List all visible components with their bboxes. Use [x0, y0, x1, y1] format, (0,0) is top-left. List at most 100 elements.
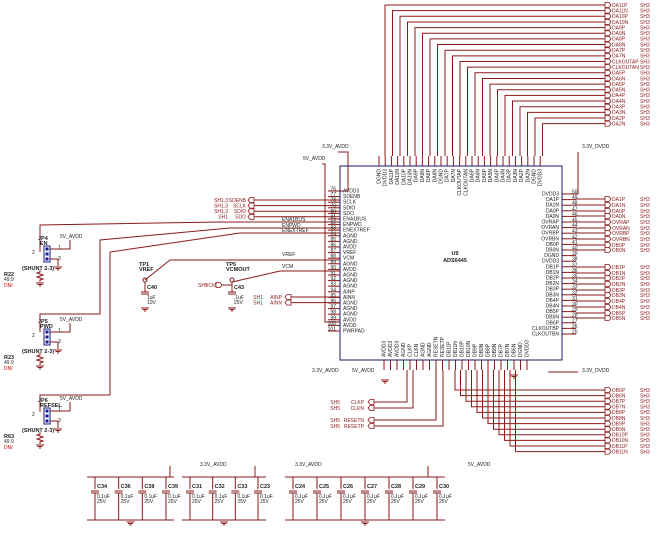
offpage-flag: [604, 264, 612, 270]
jumper-pin: [45, 252, 49, 256]
net-da2p: [534, 117, 605, 156]
pin-number: 81: [330, 215, 336, 221]
offpage-flag: [604, 75, 612, 82]
net-label: DA7N: [612, 54, 626, 60]
cap-value: 0.1uF: [144, 494, 157, 500]
cap-ref: C40: [147, 285, 157, 291]
sheet-ref: SH3: [640, 276, 650, 282]
offpage-flag: [604, 19, 612, 25]
pin-name: DA2P: [519, 168, 525, 182]
dni-label: DNI: [4, 445, 13, 451]
sheet-ref: SH3: [640, 65, 650, 71]
sheet-ref: SH3: [640, 14, 650, 20]
wires: [39, 4, 605, 521]
cap-value: 0.1uF: [168, 494, 181, 500]
pin-name: DB6N: [512, 343, 518, 357]
pin-number: 87: [330, 248, 336, 254]
pin-name: DA6N: [476, 169, 482, 183]
offpage-flag: [604, 387, 612, 393]
sheet-ref: SH3: [640, 299, 650, 305]
jumper-gnd: [50, 258, 59, 266]
pin-number: 31: [572, 296, 578, 302]
sheet-ref: SH3: [640, 305, 650, 311]
jumper-pin: [45, 419, 49, 423]
net-label: DB9P: [612, 421, 626, 427]
net-label: DB11P: [612, 444, 628, 450]
pin-name: DB5N: [546, 315, 560, 321]
pin-name: OVRBP: [541, 231, 559, 237]
net-label: DB1N: [612, 271, 626, 277]
pin-name: ENA1BUS: [343, 217, 367, 223]
pin-name: DB3N: [546, 292, 560, 298]
offpage-flag: [247, 208, 255, 215]
net-label: DB6P: [612, 388, 626, 394]
pin-number: 99: [330, 315, 336, 321]
power-label: 5V_AVDD: [352, 368, 375, 374]
net-label: DA1N: [612, 203, 626, 209]
net-label: DA2P: [612, 116, 626, 122]
jumper-pin: [45, 247, 49, 251]
power-label: 3.3V_AVDD: [312, 368, 339, 374]
cap-ref: C33: [237, 484, 247, 490]
pin-name: AGND: [343, 273, 358, 279]
offpage-flag: [367, 405, 375, 411]
dni-label: DNI: [4, 283, 13, 289]
pin-name: DA2N: [525, 169, 531, 183]
pin-name: AVDD: [343, 323, 357, 329]
offpage-flag: [604, 426, 612, 433]
cap-value: 0.1uF: [439, 494, 452, 500]
power-label: 3.3V_DVDD: [582, 144, 610, 150]
cap-ref: C26: [343, 484, 353, 490]
net-label: DB1P: [612, 265, 626, 271]
offpage-flag: [604, 7, 612, 14]
offpage-flag: [604, 219, 612, 225]
offpage-flag: [604, 120, 612, 127]
jumper-ref: JP6: [38, 398, 48, 404]
net-da6p: [474, 72, 605, 156]
pin-name: DA1P: [546, 197, 560, 203]
pin-number: 97: [330, 304, 336, 310]
pin-number: 35: [572, 274, 578, 280]
resistor-ref: R22: [4, 272, 14, 278]
net-label: DA6N: [612, 76, 626, 82]
offpage-flag: [604, 403, 612, 410]
cap-value: 0.1uF: [367, 494, 380, 500]
offpage-flag: [284, 299, 292, 306]
pin-name: SDO: [343, 211, 354, 217]
sheet-ref: SH3: [640, 231, 650, 237]
offpage-flag: [604, 225, 612, 231]
net-label: DB11N: [612, 449, 628, 455]
net-da8n: [437, 44, 605, 156]
cap-ref: C24: [295, 484, 306, 490]
pin-name: DVDD3: [542, 192, 559, 198]
sheet-ref: SH3: [640, 48, 650, 54]
pin-number: 38: [572, 257, 578, 263]
net-label: DB8P: [612, 410, 626, 416]
sheet-ref: SH3: [640, 265, 650, 271]
offpage-flag: [604, 98, 612, 104]
pin-name: DA4P: [494, 168, 500, 182]
net-label: ENEXTREF: [282, 228, 309, 234]
pin-name: DA8N: [432, 169, 438, 183]
net-label: DA11P: [612, 3, 628, 9]
pin-number: 78: [330, 198, 336, 204]
sheet-ref: SH3: [640, 248, 650, 254]
pin-name: DB1P: [546, 264, 560, 270]
pin-number: 2: [32, 333, 35, 339]
cap-value: 1uF: [147, 295, 156, 301]
net-clkp: [374, 370, 408, 403]
sheet-ref: SH3: [640, 243, 650, 249]
cap-ref: C27: [367, 484, 377, 490]
pin-name: CLKOUTBP: [532, 326, 560, 332]
sheet-ref: SH3: [640, 59, 650, 65]
pin-name: DB8P: [486, 343, 492, 357]
sheet-ref: SH1: [253, 295, 263, 301]
pin-number: 28: [572, 313, 578, 319]
cap-value: 0.1uF: [260, 494, 273, 500]
net-label: RESETP: [344, 424, 365, 430]
pin-number: 49: [572, 195, 578, 201]
cap-voltage: 25V: [192, 499, 202, 505]
net-label: CLKP: [351, 400, 365, 406]
pin-number: 100: [328, 321, 337, 327]
sheet-ref: SH3: [640, 82, 650, 88]
